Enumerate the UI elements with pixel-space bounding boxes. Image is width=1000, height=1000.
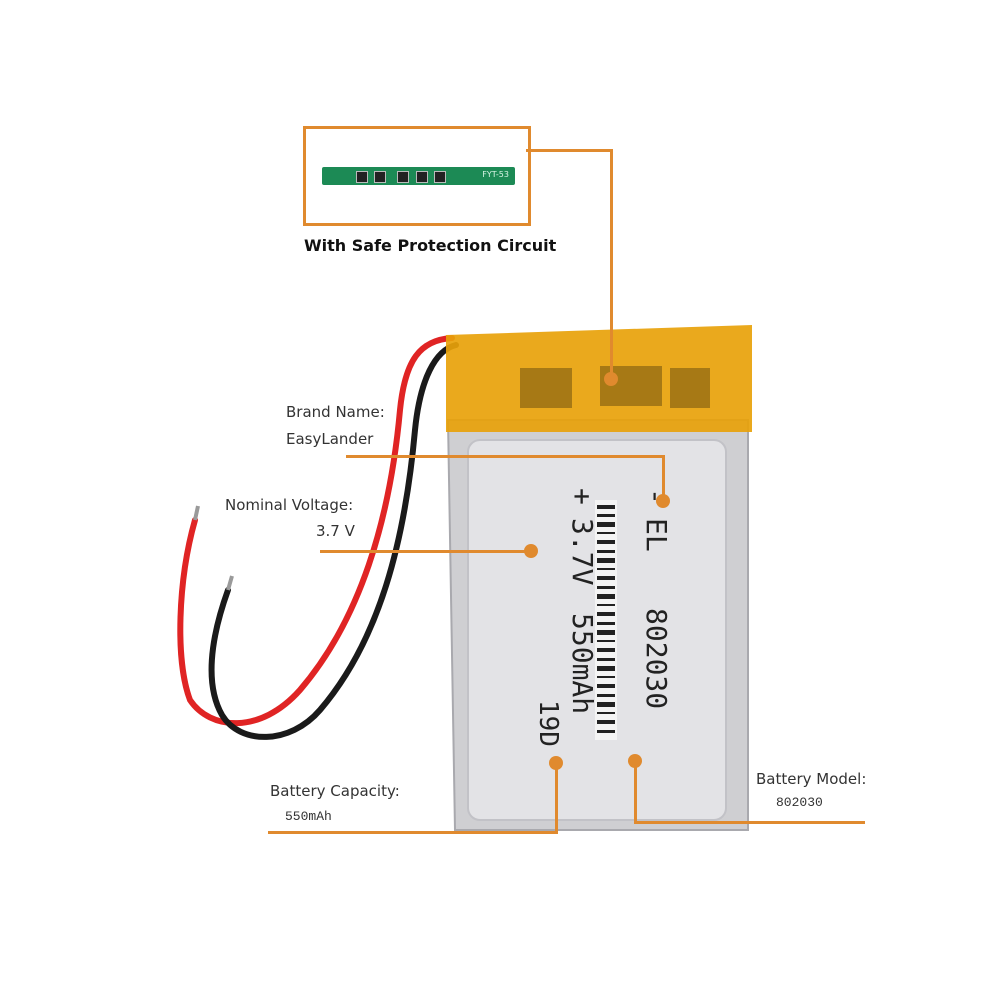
protection-marker-dot (604, 372, 618, 386)
voltage-value: 3.7 V (316, 522, 355, 540)
leader-line (526, 149, 612, 152)
leader-line (634, 821, 865, 824)
pcb-chip (416, 171, 428, 183)
model-value: 802030 (776, 795, 823, 810)
leader-line (268, 831, 558, 834)
cell-plus: + (566, 488, 599, 505)
leader-line (320, 550, 532, 553)
leader-line (555, 762, 558, 834)
leader-line (346, 455, 664, 458)
cell-voltage: 3.7V (566, 518, 599, 586)
red-wire-tip (193, 505, 200, 521)
barcode (595, 500, 617, 740)
leader-line (610, 149, 613, 377)
brand-marker-dot (656, 494, 670, 508)
black-wire-tip (226, 575, 234, 591)
pcb-chip (397, 171, 409, 183)
cell-date-code: 19D (533, 700, 563, 747)
model-marker-dot (628, 754, 642, 768)
cell-print-middle: + 3.7V 550mAh (566, 488, 599, 714)
red-wire (177, 335, 455, 727)
cell-brand: EL (640, 518, 673, 552)
model-title: Battery Model: (756, 770, 867, 788)
cell-capacity: 550mAh (566, 613, 599, 714)
pcb-board-image: FYT-53 (322, 167, 515, 185)
brand-title: Brand Name: (286, 403, 385, 421)
leader-line (662, 455, 665, 499)
capacity-value: 550mAh (285, 809, 332, 824)
tab-connector (520, 368, 572, 408)
cell-model: 802030 (640, 608, 673, 709)
black-wire (208, 342, 459, 740)
protection-caption: With Safe Protection Circuit (304, 236, 557, 255)
pcb-marking: FYT-53 (482, 170, 509, 179)
pcb-chip (356, 171, 368, 183)
voltage-title: Nominal Voltage: (225, 496, 354, 514)
capacity-title: Battery Capacity: (270, 782, 400, 800)
pcb-chip (374, 171, 386, 183)
tab-connector (670, 368, 710, 408)
cell-print-left: 19D (533, 700, 563, 747)
leader-line (634, 760, 637, 823)
capacity-marker-dot (549, 756, 563, 770)
voltage-marker-dot (524, 544, 538, 558)
brand-value: EasyLander (286, 430, 374, 448)
pcb-chip (434, 171, 446, 183)
protection-circuit-inset: FYT-53 (303, 126, 531, 226)
